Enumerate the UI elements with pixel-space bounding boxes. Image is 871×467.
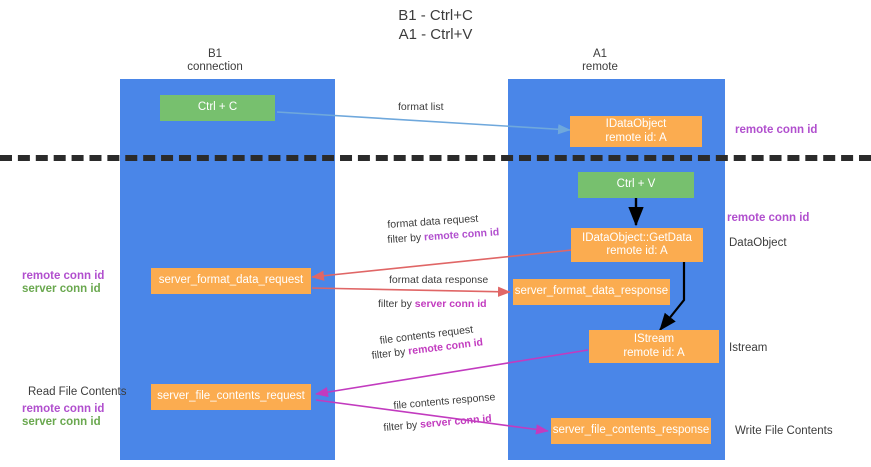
box-server-file-contents-request-label: server_file_contents_request <box>157 390 305 403</box>
arrow-file-contents-request <box>315 349 589 398</box>
right-label-data-object: DataObject <box>729 237 787 249</box>
left-label-remote-conn-id-bottom: remote conn id <box>22 403 105 415</box>
column-header-b1-sub: connection <box>187 61 243 73</box>
arrow-format-data-request <box>311 249 573 281</box>
right-label-remote-conn-id-mid: remote conn id <box>727 212 810 224</box>
filter-value-server-conn-id: server conn id <box>414 298 487 310</box>
section-divider <box>0 155 871 161</box>
box-getdata[interactable]: IDataObject::GetData remote id: A <box>571 228 703 262</box>
column-header-a1-name: A1 <box>592 48 608 60</box>
filter-prefix: filter by <box>383 418 421 434</box>
column-header-b1: B1 connection <box>125 48 305 74</box>
left-label-server-conn-id-bottom: server conn id <box>22 416 101 428</box>
box-istream-subtitle: remote id: A <box>623 346 685 359</box>
arrow-label-format-list: format list <box>398 101 444 114</box>
column-header-a1-sub: remote <box>582 61 618 73</box>
title-line-2: A1 - Ctrl+V <box>398 26 473 43</box>
right-label-write-file-contents: Write File Contents <box>735 425 833 437</box>
arrow-format-list <box>276 111 571 135</box>
box-server-file-contents-response[interactable]: server_file_contents_response <box>551 418 711 444</box>
box-idataobject[interactable]: IDataObject remote id: A <box>570 116 702 147</box>
arrow-format-data-response <box>311 286 511 297</box>
filter-prefix: filter by <box>387 231 425 246</box>
box-server-file-contents-request[interactable]: server_file_contents_request <box>151 384 311 410</box>
title-line-1: B1 - Ctrl+C <box>398 7 473 24</box>
box-idataobject-subtitle: remote id: A <box>605 131 667 144</box>
box-server-format-data-response[interactable]: server_format_data_response <box>513 279 670 305</box>
left-label-server-conn-id-mid: server conn id <box>22 283 101 295</box>
box-server-format-data-request-label: server_format_data_request <box>158 274 304 287</box>
left-label-read-file-contents: Read File Contents <box>28 386 127 398</box>
filter-prefix: filter by <box>378 298 415 310</box>
box-server-format-data-response-label: server_format_data_response <box>514 285 669 298</box>
box-istream[interactable]: IStream remote id: A <box>589 330 719 363</box>
diagram-title: B1 - Ctrl+C A1 - Ctrl+V <box>0 6 871 44</box>
column-header-b1-name: B1 <box>207 48 223 60</box>
box-ctrl-v-label: Ctrl + V <box>616 178 656 191</box>
box-server-file-contents-response-label: server_file_contents_response <box>552 424 710 437</box>
box-ctrl-c-label: Ctrl + C <box>197 101 238 114</box>
box-ctrl-c[interactable]: Ctrl + C <box>160 95 275 121</box>
box-getdata-title: IDataObject::GetData <box>582 231 692 244</box>
right-label-istream: Istream <box>729 342 768 354</box>
arrow-getdata-to-istream <box>659 262 686 331</box>
box-server-format-data-request[interactable]: server_format_data_request <box>151 268 311 294</box>
right-label-remote-conn-id-top: remote conn id <box>735 124 818 136</box>
arrow-file-contents-response <box>315 399 549 435</box>
box-idataobject-title: IDataObject <box>605 118 667 130</box>
arrow-label-format-list-text: format list <box>398 101 444 113</box>
arrow-label-format-data-response: format data response <box>389 274 488 287</box>
column-header-a1: A1 remote <box>510 48 690 74</box>
box-istream-title: IStream <box>633 333 675 345</box>
arrow-label-format-data-response-filter: filter by server conn id <box>378 298 487 311</box>
box-ctrl-v[interactable]: Ctrl + V <box>578 172 694 198</box>
box-getdata-subtitle: remote id: A <box>606 245 668 257</box>
arrow-label-format-data-response-text: format data response <box>389 274 489 286</box>
left-label-remote-conn-id-mid: remote conn id <box>22 270 105 282</box>
